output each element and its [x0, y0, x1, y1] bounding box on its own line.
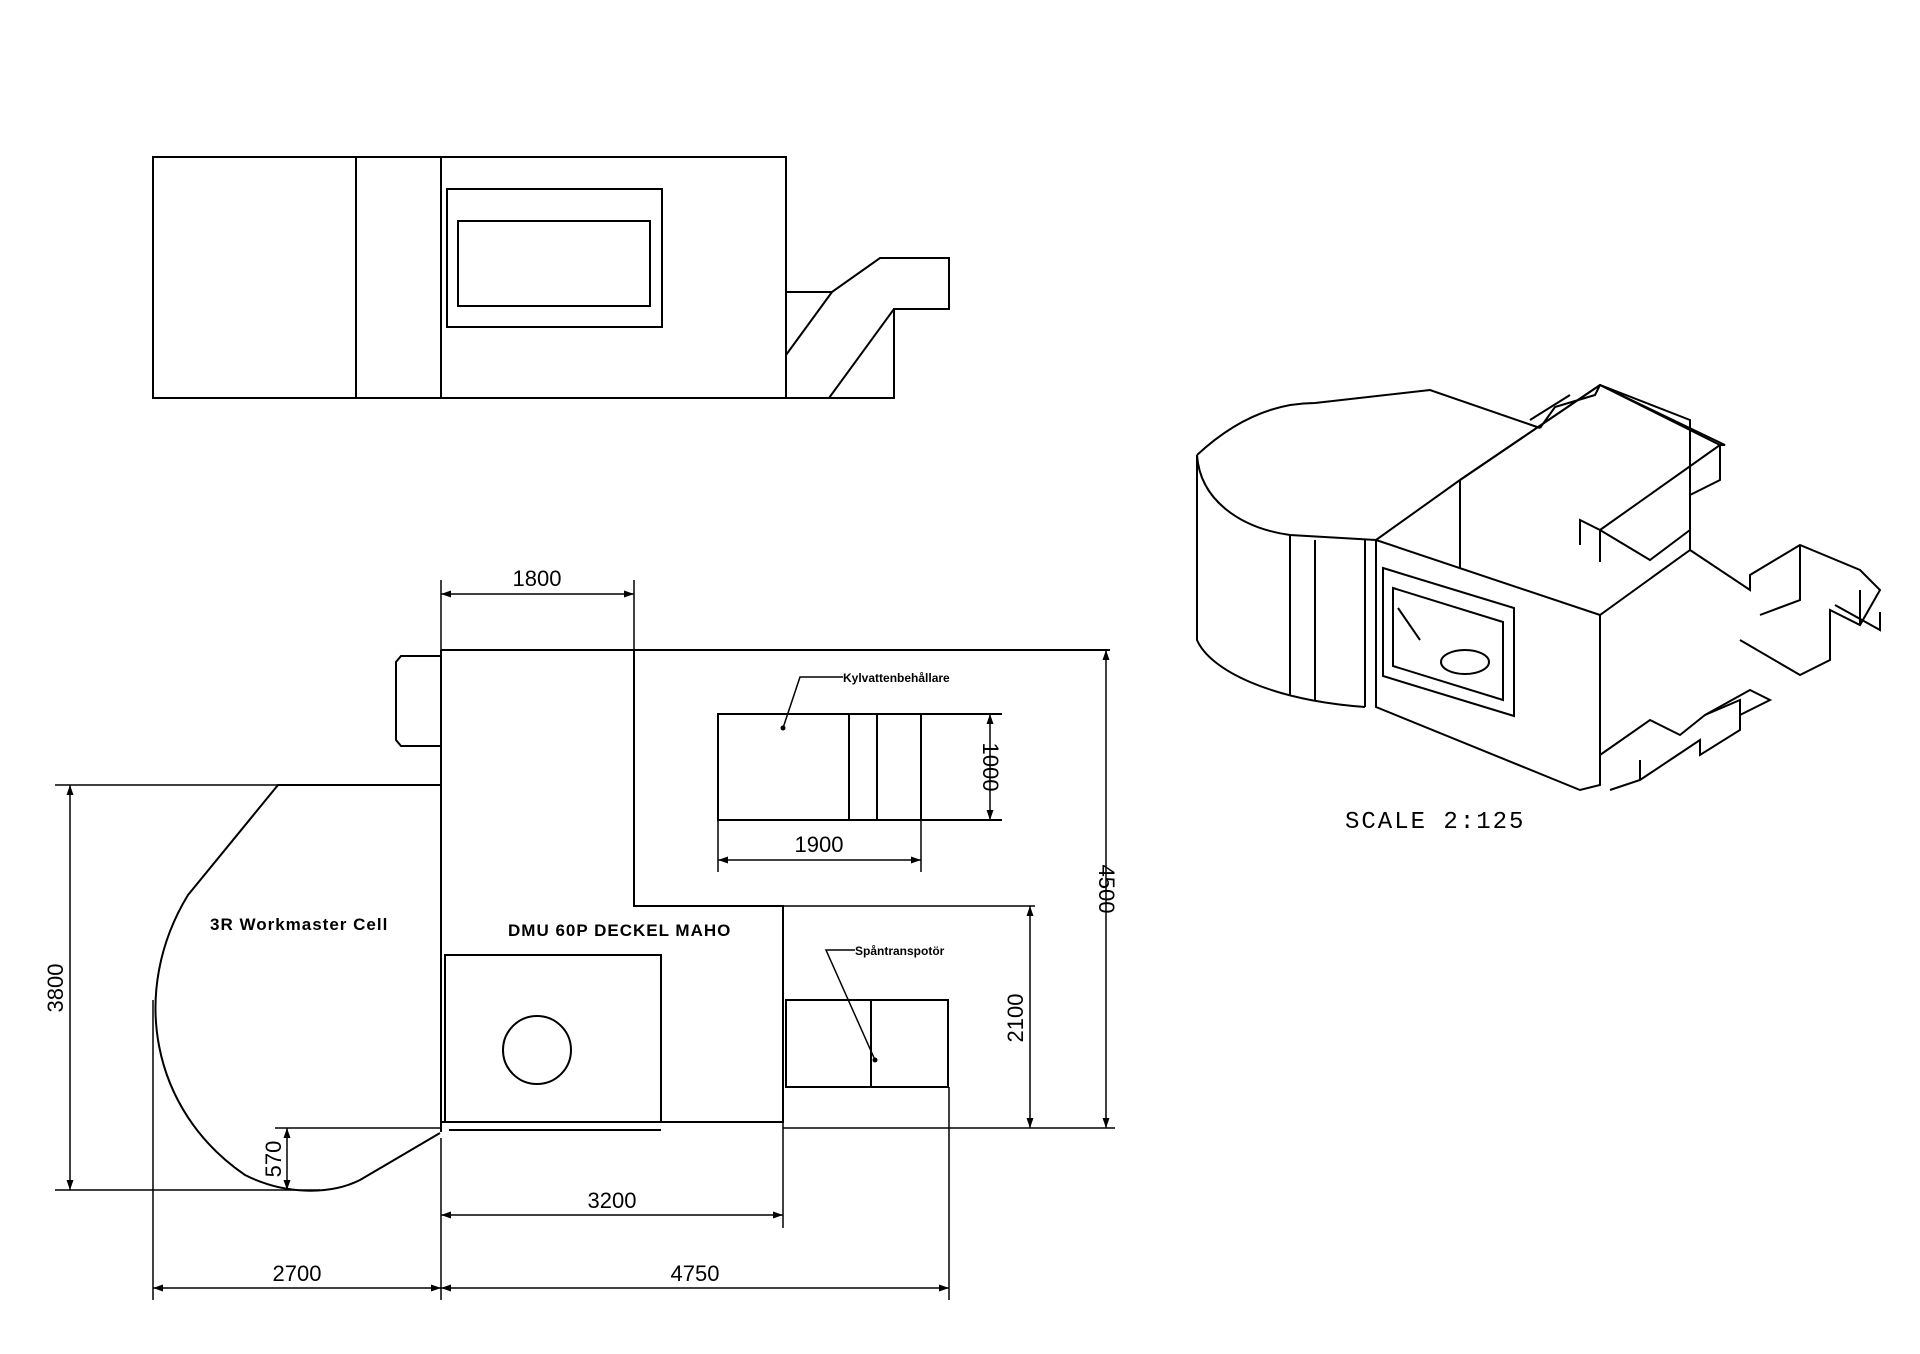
dimension-lines [66, 590, 1110, 1292]
coolant-tank-leader [780, 676, 843, 731]
chip-conveyor-leader [824, 949, 878, 1063]
dim-2700: 2700 [273, 1261, 322, 1286]
dimension-values: 1800 1000 1900 4500 3800 2100 570 3200 2… [43, 566, 1119, 1286]
dim-570: 570 [261, 1141, 286, 1178]
dim-4750: 4750 [671, 1261, 720, 1286]
scale-label: SCALE 2:125 [1345, 809, 1525, 836]
dim-4500: 4500 [1094, 865, 1119, 914]
chip-conveyor-label: Spåntranspotör [855, 944, 945, 958]
dim-1800: 1800 [513, 566, 562, 591]
dim-2100: 2100 [1003, 994, 1028, 1043]
coolant-tank-label: Kylvattenbehållare [843, 671, 950, 685]
dim-1900: 1900 [795, 832, 844, 857]
cell-label: 3R Workmaster Cell [210, 915, 388, 934]
plan-view [55, 580, 1115, 1300]
dim-3200: 3200 [588, 1188, 637, 1213]
front-elevation-view [152, 156, 950, 399]
dim-1000: 1000 [978, 743, 1003, 792]
dim-3800: 3800 [43, 964, 68, 1013]
machine-label: DMU 60P DECKEL MAHO [508, 921, 731, 940]
isometric-view [1196, 383, 1882, 792]
component-labels: 3R Workmaster Cell DMU 60P DECKEL MAHO K… [210, 671, 950, 1063]
